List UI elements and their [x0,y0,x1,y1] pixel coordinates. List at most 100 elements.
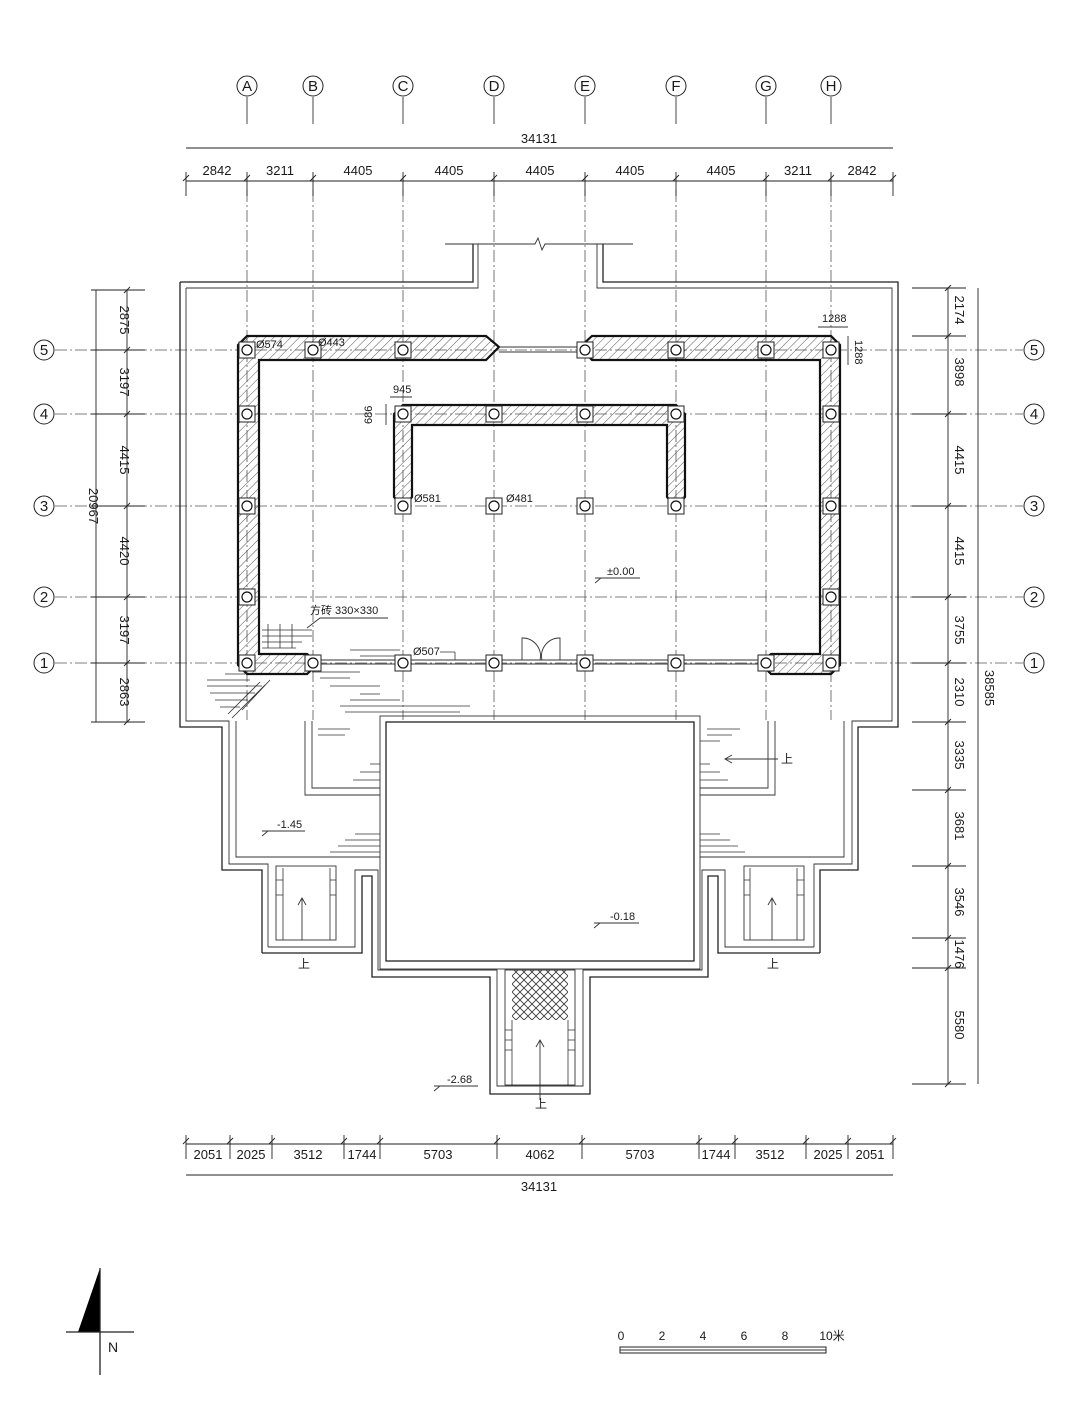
column [307,344,319,356]
dim-tick [844,1137,852,1145]
column [670,344,682,356]
column [488,657,500,669]
detail-dimensions: 1288 1288 945 686 [363,313,864,425]
dim-tick [243,174,251,182]
dim-label: 2025 [814,1147,843,1162]
column [825,657,837,669]
dim-label: 1744 [348,1147,377,1162]
column [241,408,253,420]
stair-up-label-east: 上 [781,752,793,766]
column [307,657,319,669]
dim-tick [123,593,131,601]
dim-1288-h: 1288 [822,313,846,325]
scale-tick: 10米 [819,1329,844,1343]
svg-text:H: H [826,78,837,95]
axis-bubble-1-left: 1 [33,652,55,674]
axis-bubble-a: A [236,75,258,97]
right-dimension-chain: 38585 2174 3898 4415 4415 3755 2310 3335… [912,284,997,1088]
dim-label: 2174 [952,296,967,325]
dim-label: 5580 [952,1011,967,1040]
column [241,591,253,603]
dim-tick [340,1137,348,1145]
axis-bubble-c: C [392,75,414,97]
row-axis-bubbles: 5 4 3 2 1 5 4 3 2 1 [33,339,1045,674]
dim-tick [123,659,131,667]
dim-label: 3197 [117,368,132,397]
dim-label: 3335 [952,741,967,770]
axis-bubble-d: D [483,75,505,97]
scale-tick: 2 [659,1329,666,1343]
right-total-dim: 38585 [982,670,997,706]
svg-text:5: 5 [1030,342,1038,359]
axis-grid [55,97,1023,720]
level-side: -1.45 [277,819,302,831]
svg-text:5: 5 [40,342,48,359]
column [241,657,253,669]
dim-tick [581,174,589,182]
dim-tick [944,862,952,870]
dim-tick [309,174,317,182]
north-label: N [108,1339,118,1355]
dim-tick [762,174,770,182]
dim-label: 1476 [952,940,967,969]
dim-label: 3898 [952,358,967,387]
label-brick: 方砖 330×330 [310,603,378,617]
dim-label: 5703 [626,1147,655,1162]
dim-tick [226,1137,234,1145]
dim-945: 945 [393,384,411,396]
dim-tick [944,502,952,510]
dim-tick [731,1137,739,1145]
dim-label: 2051 [194,1147,223,1162]
label-d574: Ø574 [256,339,283,351]
label-d481: Ø481 [506,493,533,505]
dim-label: 4405 [435,163,464,178]
dim-label: 3546 [952,888,967,917]
dim-tick [944,410,952,418]
column [579,657,591,669]
dim-tick [827,174,835,182]
top-dimension-chain: 34131 2842 3211 4405 4405 4405 4405 4405… [182,131,897,196]
axis-bubble-4-right: 4 [1023,403,1045,425]
level-court: -0.18 [610,911,635,923]
north-arrow: N [66,1268,134,1375]
dim-label: 4405 [526,163,555,178]
hall-walls [236,334,842,676]
dim-label: 3197 [117,616,132,645]
dim-label: 2863 [117,678,132,707]
stair-up-label-right: 上 [767,957,779,971]
column [488,408,500,420]
dim-label: 4420 [117,537,132,566]
svg-text:2: 2 [40,589,48,606]
dim-686: 686 [363,406,375,424]
dim-label: 3211 [266,163,294,178]
dim-tick [944,786,952,794]
dim-tick [123,286,131,294]
axis-bubble-3-right: 3 [1023,495,1045,517]
column [825,500,837,512]
dim-label: 3211 [784,163,812,178]
platform-outline [179,236,899,1095]
axis-bubble-b: B [302,75,324,97]
bottom-dimension-chain: 34131 2051 2025 3512 1744 5703 4062 5703… [182,1135,897,1194]
scale-bar: 0 2 4 6 8 10米 [618,1329,845,1354]
axis-bubble-3-left: 3 [33,495,55,517]
dim-label: 4405 [616,163,645,178]
column [760,344,772,356]
bottom-total-dim: 34131 [521,1179,557,1194]
dim-tick [944,659,952,667]
dim-tick [490,174,498,182]
svg-text:G: G [760,78,772,95]
dim-tick [578,1137,586,1145]
svg-text:3: 3 [1030,498,1038,515]
svg-text:B: B [308,78,318,95]
axis-bubble-2-right: 2 [1023,586,1045,608]
svg-text:4: 4 [1030,406,1038,423]
level-low: -2.68 [447,1074,472,1086]
dim-tick [376,1137,384,1145]
dim-tick [123,718,131,726]
axis-bubble-e: E [574,75,596,97]
dim-tick [889,1137,897,1145]
dim-tick [123,410,131,418]
dim-tick [944,332,952,340]
column [579,344,591,356]
